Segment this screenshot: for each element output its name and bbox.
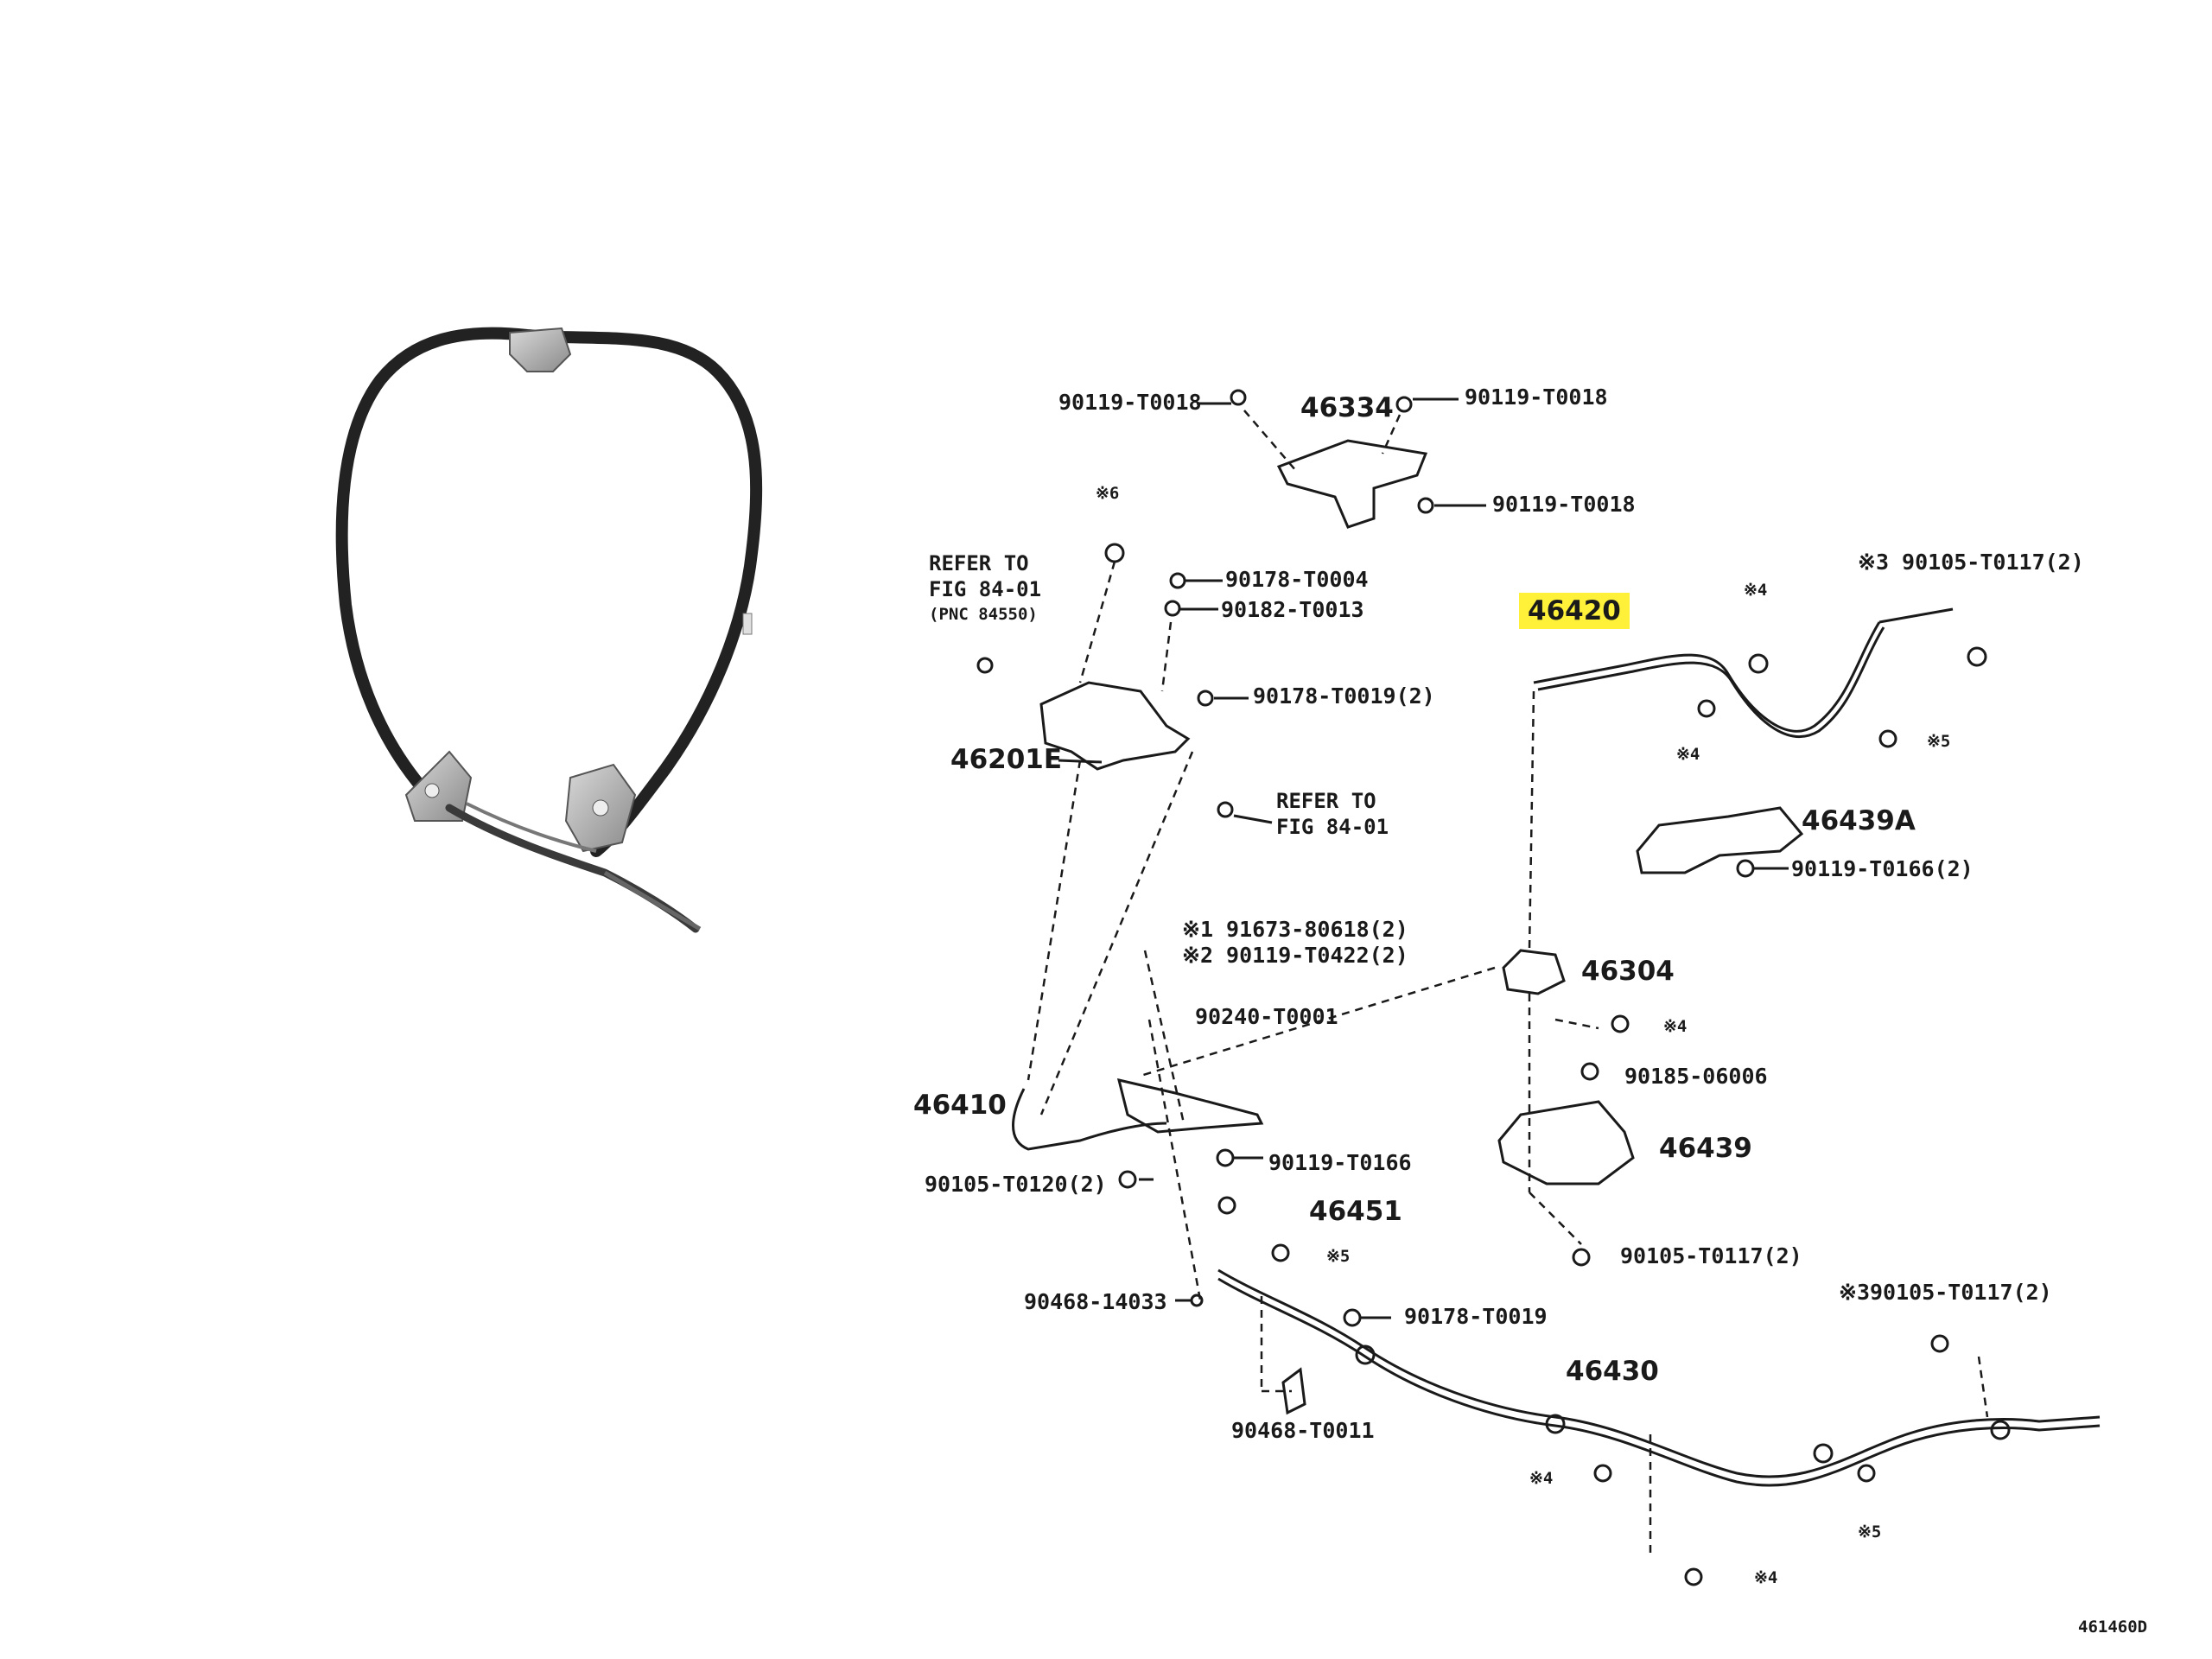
label-91673-80618-2: ※1 91673-80618(2) (1182, 917, 1408, 942)
label-90119-t0166-2: 90119-T0166(2) (1791, 856, 1974, 881)
label-90182-t0013: 90182-T0013 (1221, 597, 1364, 622)
label-note-4-c: ※4 (1663, 1017, 1688, 1036)
label-90105-t0120-2: 90105-T0120(2) (925, 1172, 1107, 1197)
label-90105-t0117-2-a: ※3 90105-T0117(2) (1858, 550, 2084, 575)
label-note-5-b: ※5 (1326, 1247, 1351, 1266)
label-note-4-a: ※4 (1744, 581, 1768, 600)
product-photo (335, 327, 763, 933)
label-fig-84-01-a: FIG 84-01 (929, 577, 1042, 601)
label-90178-t0019: 90178-T0019 (1404, 1304, 1548, 1329)
label-note-5-c: ※5 (1858, 1522, 1882, 1541)
label-46304: 46304 (1581, 956, 1675, 987)
label-46420-highlighted: 46420 (1519, 593, 1630, 629)
label-90119-t0422-2: ※2 90119-T0422(2) (1182, 943, 1408, 968)
label-fig-84-01-b: FIG 84-01 (1276, 815, 1389, 839)
shield-46439a (1636, 806, 1804, 874)
label-note-6: ※6 (1096, 484, 1120, 503)
cable-46420 (1533, 621, 1881, 733)
label-90178-t0004: 90178-T0004 (1225, 567, 1369, 592)
label-46430: 46430 (1566, 1356, 1659, 1387)
label-refer-to-a: REFER TO (929, 551, 1029, 575)
label-90468-14033: 90468-14033 (1024, 1289, 1167, 1314)
plate-46439 (1497, 1100, 1635, 1185)
cable-marker (742, 613, 753, 635)
label-90105-t0117-2-c: ※390105-T0117(2) (1839, 1280, 2052, 1305)
left-bracket (404, 750, 473, 822)
label-90119-t0166: 90119-T0166 (1268, 1150, 1412, 1175)
label-note-4-b: ※4 (1676, 745, 1700, 764)
label-90119-t0018-c: 90119-T0018 (1492, 492, 1636, 517)
label-refer-to-b: REFER TO (1276, 789, 1376, 813)
label-90119-t0018-a: 90119-T0018 (1058, 390, 1202, 415)
equalizer-46304 (1502, 949, 1566, 995)
cable-loop (335, 327, 763, 857)
label-46201e: 46201E (950, 744, 1063, 775)
bracket-46334 (1276, 439, 1428, 529)
label-note-4-e: ※4 (1754, 1568, 1778, 1587)
label-46410: 46410 (913, 1090, 1007, 1121)
label-90105-t0117-2-b: 90105-T0117(2) (1620, 1243, 1802, 1268)
label-90119-t0018-b: 90119-T0018 (1465, 385, 1608, 410)
label-pnc-84550: (PNC 84550) (929, 605, 1038, 624)
lever-bracket-46201e (1039, 681, 1191, 771)
label-90240-t0001: 90240-T0001 (1195, 1004, 1338, 1029)
label-90468-t0011: 90468-T0011 (1231, 1418, 1375, 1443)
cable-46410 (1012, 1088, 1167, 1151)
label-46439: 46439 (1659, 1133, 1752, 1164)
top-clip (509, 327, 572, 372)
label-note-5-a: ※5 (1927, 732, 1951, 751)
label-46334: 46334 (1300, 392, 1394, 423)
label-46451: 46451 (1309, 1196, 1402, 1227)
cable-46430 (1217, 1268, 2101, 1478)
label-note-4-d: ※4 (1529, 1469, 1554, 1488)
label-diagram-code: 461460D (2078, 1618, 2148, 1637)
label-46439a: 46439A (1802, 805, 1916, 836)
label-90185-06006: 90185-06006 (1624, 1064, 1768, 1089)
label-90178-t0019-2: 90178-T0019(2) (1253, 683, 1435, 709)
